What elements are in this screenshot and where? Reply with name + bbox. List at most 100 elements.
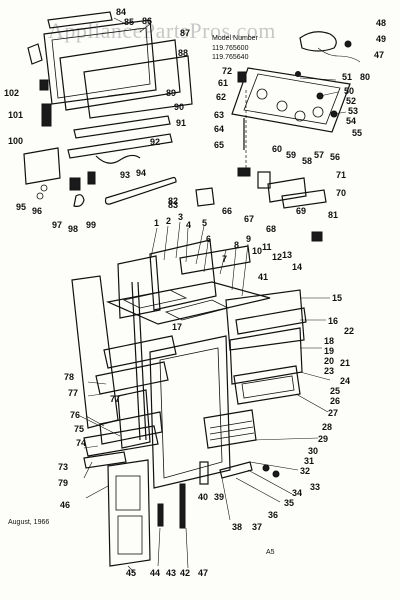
part-label: 81 [328, 210, 338, 220]
part-label: 48 [376, 18, 386, 28]
part-label: 76 [70, 410, 80, 420]
part-label: 78 [64, 372, 74, 382]
part-label: 7 [222, 254, 227, 264]
part-number-labels: 84 85 86 87 88 89 90 91 92 93 94 95 96 9… [4, 7, 386, 578]
part-label: 6 [206, 234, 211, 244]
part-label: 91 [176, 118, 186, 128]
part-label: 11 [262, 242, 272, 252]
part-label: 35 [284, 498, 294, 508]
part-label: 86 [142, 16, 152, 26]
part-label: 30 [308, 446, 318, 456]
part-label: 95 [16, 202, 26, 212]
part-label: 42 [180, 568, 190, 578]
part-label: 59 [286, 150, 296, 160]
part-label: 90 [174, 102, 184, 112]
part-label: 65 [214, 140, 224, 150]
switch-plate [27, 43, 43, 65]
part-label: 45 [126, 568, 136, 578]
part-label: 16 [328, 316, 338, 326]
part-label: 79 [58, 478, 68, 488]
part-label: 26 [330, 396, 340, 406]
watermark: AppliancePartsPros.com [48, 18, 276, 43]
part-label: 54 [346, 116, 356, 126]
part-label: 69 [296, 206, 306, 216]
part-label: 63 [214, 110, 224, 120]
part-label: 93 [120, 170, 130, 180]
part-label: 77 [68, 388, 78, 398]
part-label: 53 [348, 106, 358, 116]
part-label: 23 [324, 366, 334, 376]
part-label: 51 [342, 72, 352, 82]
part-label: 40 [198, 492, 208, 502]
part-label: 24 [340, 376, 350, 386]
range-body [71, 239, 307, 567]
part-label: 73 [58, 462, 68, 472]
part-label: 61 [218, 78, 228, 88]
part-label: 57 [314, 150, 324, 160]
part-label: 98 [68, 224, 78, 234]
part-label: 41 [258, 272, 268, 282]
part-label: 29 [318, 434, 328, 444]
diagram-date: August, 1966 [8, 519, 49, 526]
part-label: 96 [32, 206, 42, 216]
part-label: 85 [124, 17, 134, 27]
part-label: 44 [150, 568, 160, 578]
part-label: 31 [304, 456, 314, 466]
part-label: 58 [302, 156, 312, 166]
part-label: 67 [244, 214, 254, 224]
part-label: 34 [292, 488, 302, 498]
part-label: 28 [322, 422, 332, 432]
part-label: 56 [330, 152, 340, 162]
part-label: 75 [74, 424, 84, 434]
part-label: 14 [292, 262, 302, 272]
part-label: 9 [246, 234, 251, 244]
part-label: 88 [178, 48, 188, 58]
part-label: 22 [344, 326, 354, 336]
lower-door [107, 459, 151, 567]
model-number-1: 119.765600 [212, 45, 249, 52]
part-label: 49 [376, 34, 386, 44]
part-label: 97 [52, 220, 62, 230]
part-label: 43 [166, 568, 176, 578]
part-label: 15 [332, 293, 342, 303]
part-label: 47 [198, 568, 208, 578]
part-label: 60 [272, 144, 282, 154]
part-label: 47 [374, 50, 384, 60]
part-label: 20 [324, 356, 334, 366]
part-label: 39 [214, 492, 224, 502]
part-label: 83 [168, 200, 178, 210]
part-label: 70 [336, 188, 346, 198]
part-label: 32 [300, 466, 310, 476]
part-label: 64 [214, 124, 224, 134]
backguard-assembly [23, 11, 193, 207]
part-label: 13 [282, 250, 292, 260]
part-label: 36 [268, 510, 278, 520]
leader-lines [79, 17, 347, 573]
part-label: 3 [178, 212, 183, 222]
part-label: 38 [232, 522, 242, 532]
part-label: 87 [180, 28, 190, 38]
part-label: 77 [110, 394, 120, 404]
part-label: 8 [234, 240, 239, 250]
part-label: 52 [346, 96, 356, 106]
part-label: 71 [336, 170, 346, 180]
part-label: 50 [344, 86, 354, 96]
model-number-2: 119.765640 [212, 54, 249, 61]
part-label: 4 [186, 220, 191, 230]
part-label: 55 [352, 128, 362, 138]
part-label: 37 [252, 522, 262, 532]
part-label: 66 [222, 206, 232, 216]
part-label: 102 [4, 88, 19, 98]
part-label: 12 [272, 252, 282, 262]
part-label: 92 [150, 137, 160, 147]
part-label: 101 [8, 110, 23, 120]
part-label: 62 [216, 92, 226, 102]
part-label: 10 [252, 246, 262, 256]
part-label: 2 [166, 216, 171, 226]
part-label: 68 [266, 224, 276, 234]
part-label: 25 [330, 386, 340, 396]
part-label: 19 [324, 346, 334, 356]
part-label: 84 [116, 7, 126, 17]
part-label: 17 [172, 322, 182, 332]
